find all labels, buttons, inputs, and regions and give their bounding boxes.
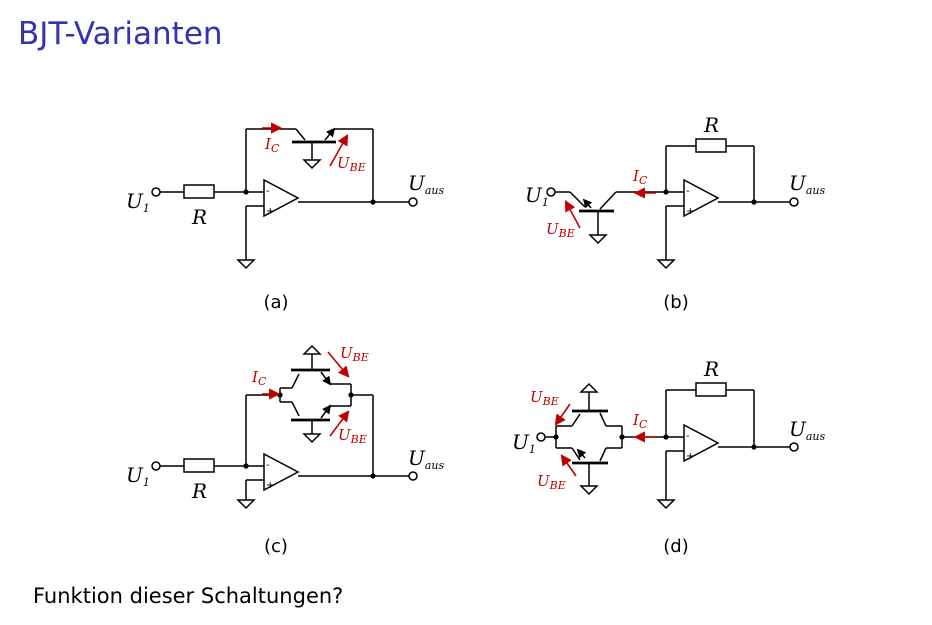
op-amp <box>263 178 300 218</box>
svg-text:U1: U1 <box>126 189 150 215</box>
svg-text:R: R <box>191 479 207 503</box>
output-terminal <box>408 197 418 207</box>
svg-text:+: + <box>686 451 694 462</box>
svg-text:UBE: UBE <box>340 344 369 364</box>
svg-text:U1: U1 <box>512 430 536 456</box>
op-amp <box>263 452 300 492</box>
svg-text:+: + <box>266 480 274 491</box>
svg-text:+: + <box>266 206 274 217</box>
circuit-b: - + IC UBE U1 R Uaus (b) <box>525 113 826 313</box>
op-amp <box>683 423 720 463</box>
circuit-d: - + IC UBE UBE U1 R Uaus (d) <box>512 357 826 557</box>
svg-text:U1: U1 <box>126 463 150 489</box>
input-terminal <box>536 432 546 442</box>
svg-text:UBE: UBE <box>338 426 367 446</box>
svg-text:U1: U1 <box>525 183 549 209</box>
svg-text:+: + <box>686 206 694 217</box>
svg-text:UBE: UBE <box>546 220 575 240</box>
svg-text:IC: IC <box>264 135 280 155</box>
resistor <box>695 138 727 153</box>
input-terminal <box>151 461 161 471</box>
svg-text:R: R <box>703 113 719 137</box>
svg-text:Uaus: Uaus <box>408 171 445 197</box>
svg-text:-: - <box>686 431 690 442</box>
ground-symbol <box>656 499 676 510</box>
svg-text:Uaus: Uaus <box>789 171 826 197</box>
svg-text:Uaus: Uaus <box>789 417 826 443</box>
ground-symbol <box>656 259 676 270</box>
op-amp <box>683 178 720 218</box>
resistor <box>183 184 215 199</box>
svg-text:IC: IC <box>251 368 267 388</box>
resistor <box>695 382 727 397</box>
input-terminal <box>546 187 556 197</box>
input-terminal <box>151 187 161 197</box>
caption-d: (d) <box>663 536 688 557</box>
svg-text:-: - <box>266 460 270 471</box>
svg-text:IC: IC <box>632 167 648 187</box>
ground-symbol <box>236 259 256 270</box>
svg-text:UBE: UBE <box>537 472 566 492</box>
svg-text:R: R <box>703 357 719 381</box>
question-text: Funktion dieser Schaltungen? <box>33 584 344 608</box>
circuit-a: - + IC UBE U1 R Uaus (a) <box>126 122 445 313</box>
svg-text:R: R <box>191 205 207 229</box>
resistor <box>183 458 215 473</box>
svg-text:UBE: UBE <box>337 154 366 174</box>
output-terminal <box>789 442 799 452</box>
circuit-c: - + IC <box>126 344 445 557</box>
caption-a: (a) <box>263 292 288 313</box>
caption-c: (c) <box>264 536 288 557</box>
svg-text:-: - <box>686 186 690 197</box>
ground-symbol <box>236 499 256 510</box>
svg-text:-: - <box>266 186 270 197</box>
slide-title: BJT-Varianten <box>18 16 223 52</box>
output-terminal <box>789 197 799 207</box>
svg-text:IC: IC <box>632 411 648 431</box>
svg-text:UBE: UBE <box>530 388 559 408</box>
svg-text:Uaus: Uaus <box>408 446 445 472</box>
caption-b: (b) <box>663 292 688 313</box>
output-terminal <box>408 471 418 481</box>
